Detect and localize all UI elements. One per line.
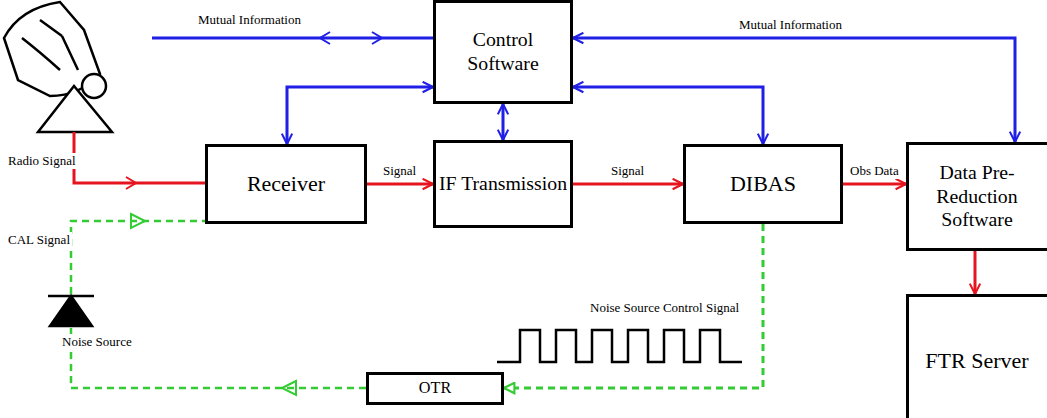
signal-label: Mutual Information	[196, 12, 303, 28]
mutual-info-wire	[152, 37, 433, 40]
node-text: FTR Server	[925, 348, 1028, 374]
software-box: Control Software	[433, 0, 573, 104]
software-box: Data Pre- Reduction Software	[906, 142, 1047, 251]
node-text: Data Pre- Reduction Software	[909, 161, 1045, 232]
connector	[843, 183, 906, 186]
arrow-head	[282, 381, 296, 395]
node-text: OTR	[419, 379, 451, 398]
node-text: Receiver	[247, 171, 325, 197]
node-text: IF Transmission	[439, 172, 567, 196]
signal-label: Noise Source	[60, 334, 134, 350]
node-text: Control Software	[436, 28, 570, 76]
connector	[573, 183, 683, 186]
signal-label: CAL Signal	[6, 232, 72, 248]
connector	[504, 224, 763, 388]
connector	[502, 104, 505, 140]
diode-symbol	[48, 296, 94, 326]
antenna-dish	[4, 2, 112, 132]
server-box: FTR Server	[906, 294, 1047, 418]
arrow-head	[320, 32, 330, 44]
edge-label: Mutual Information	[737, 17, 844, 33]
receiver-box: Receiver	[205, 144, 367, 224]
transmission-box: IF Transmission	[433, 140, 573, 228]
radio-signal-wire	[74, 132, 205, 183]
arrow-head	[126, 177, 136, 189]
edge-label: Signal	[381, 163, 418, 179]
square-wave	[497, 330, 742, 362]
cal-signal-wire	[71, 221, 205, 294]
backend-box: DIBAS	[683, 144, 843, 224]
otr-box: OTR	[366, 372, 504, 405]
connector	[573, 87, 763, 144]
signal-label: Noise Source Control Signal	[588, 300, 741, 316]
connector	[573, 38, 1015, 142]
connector	[287, 87, 433, 144]
connector	[367, 183, 433, 186]
signal-label: Radio Signal	[6, 153, 78, 169]
arrow-head	[372, 32, 382, 44]
arrow-head	[131, 214, 145, 228]
connector	[974, 251, 977, 294]
edge-label: Signal	[609, 163, 646, 179]
node-text: DIBAS	[730, 171, 796, 197]
edge-label: Obs Data	[848, 163, 901, 179]
